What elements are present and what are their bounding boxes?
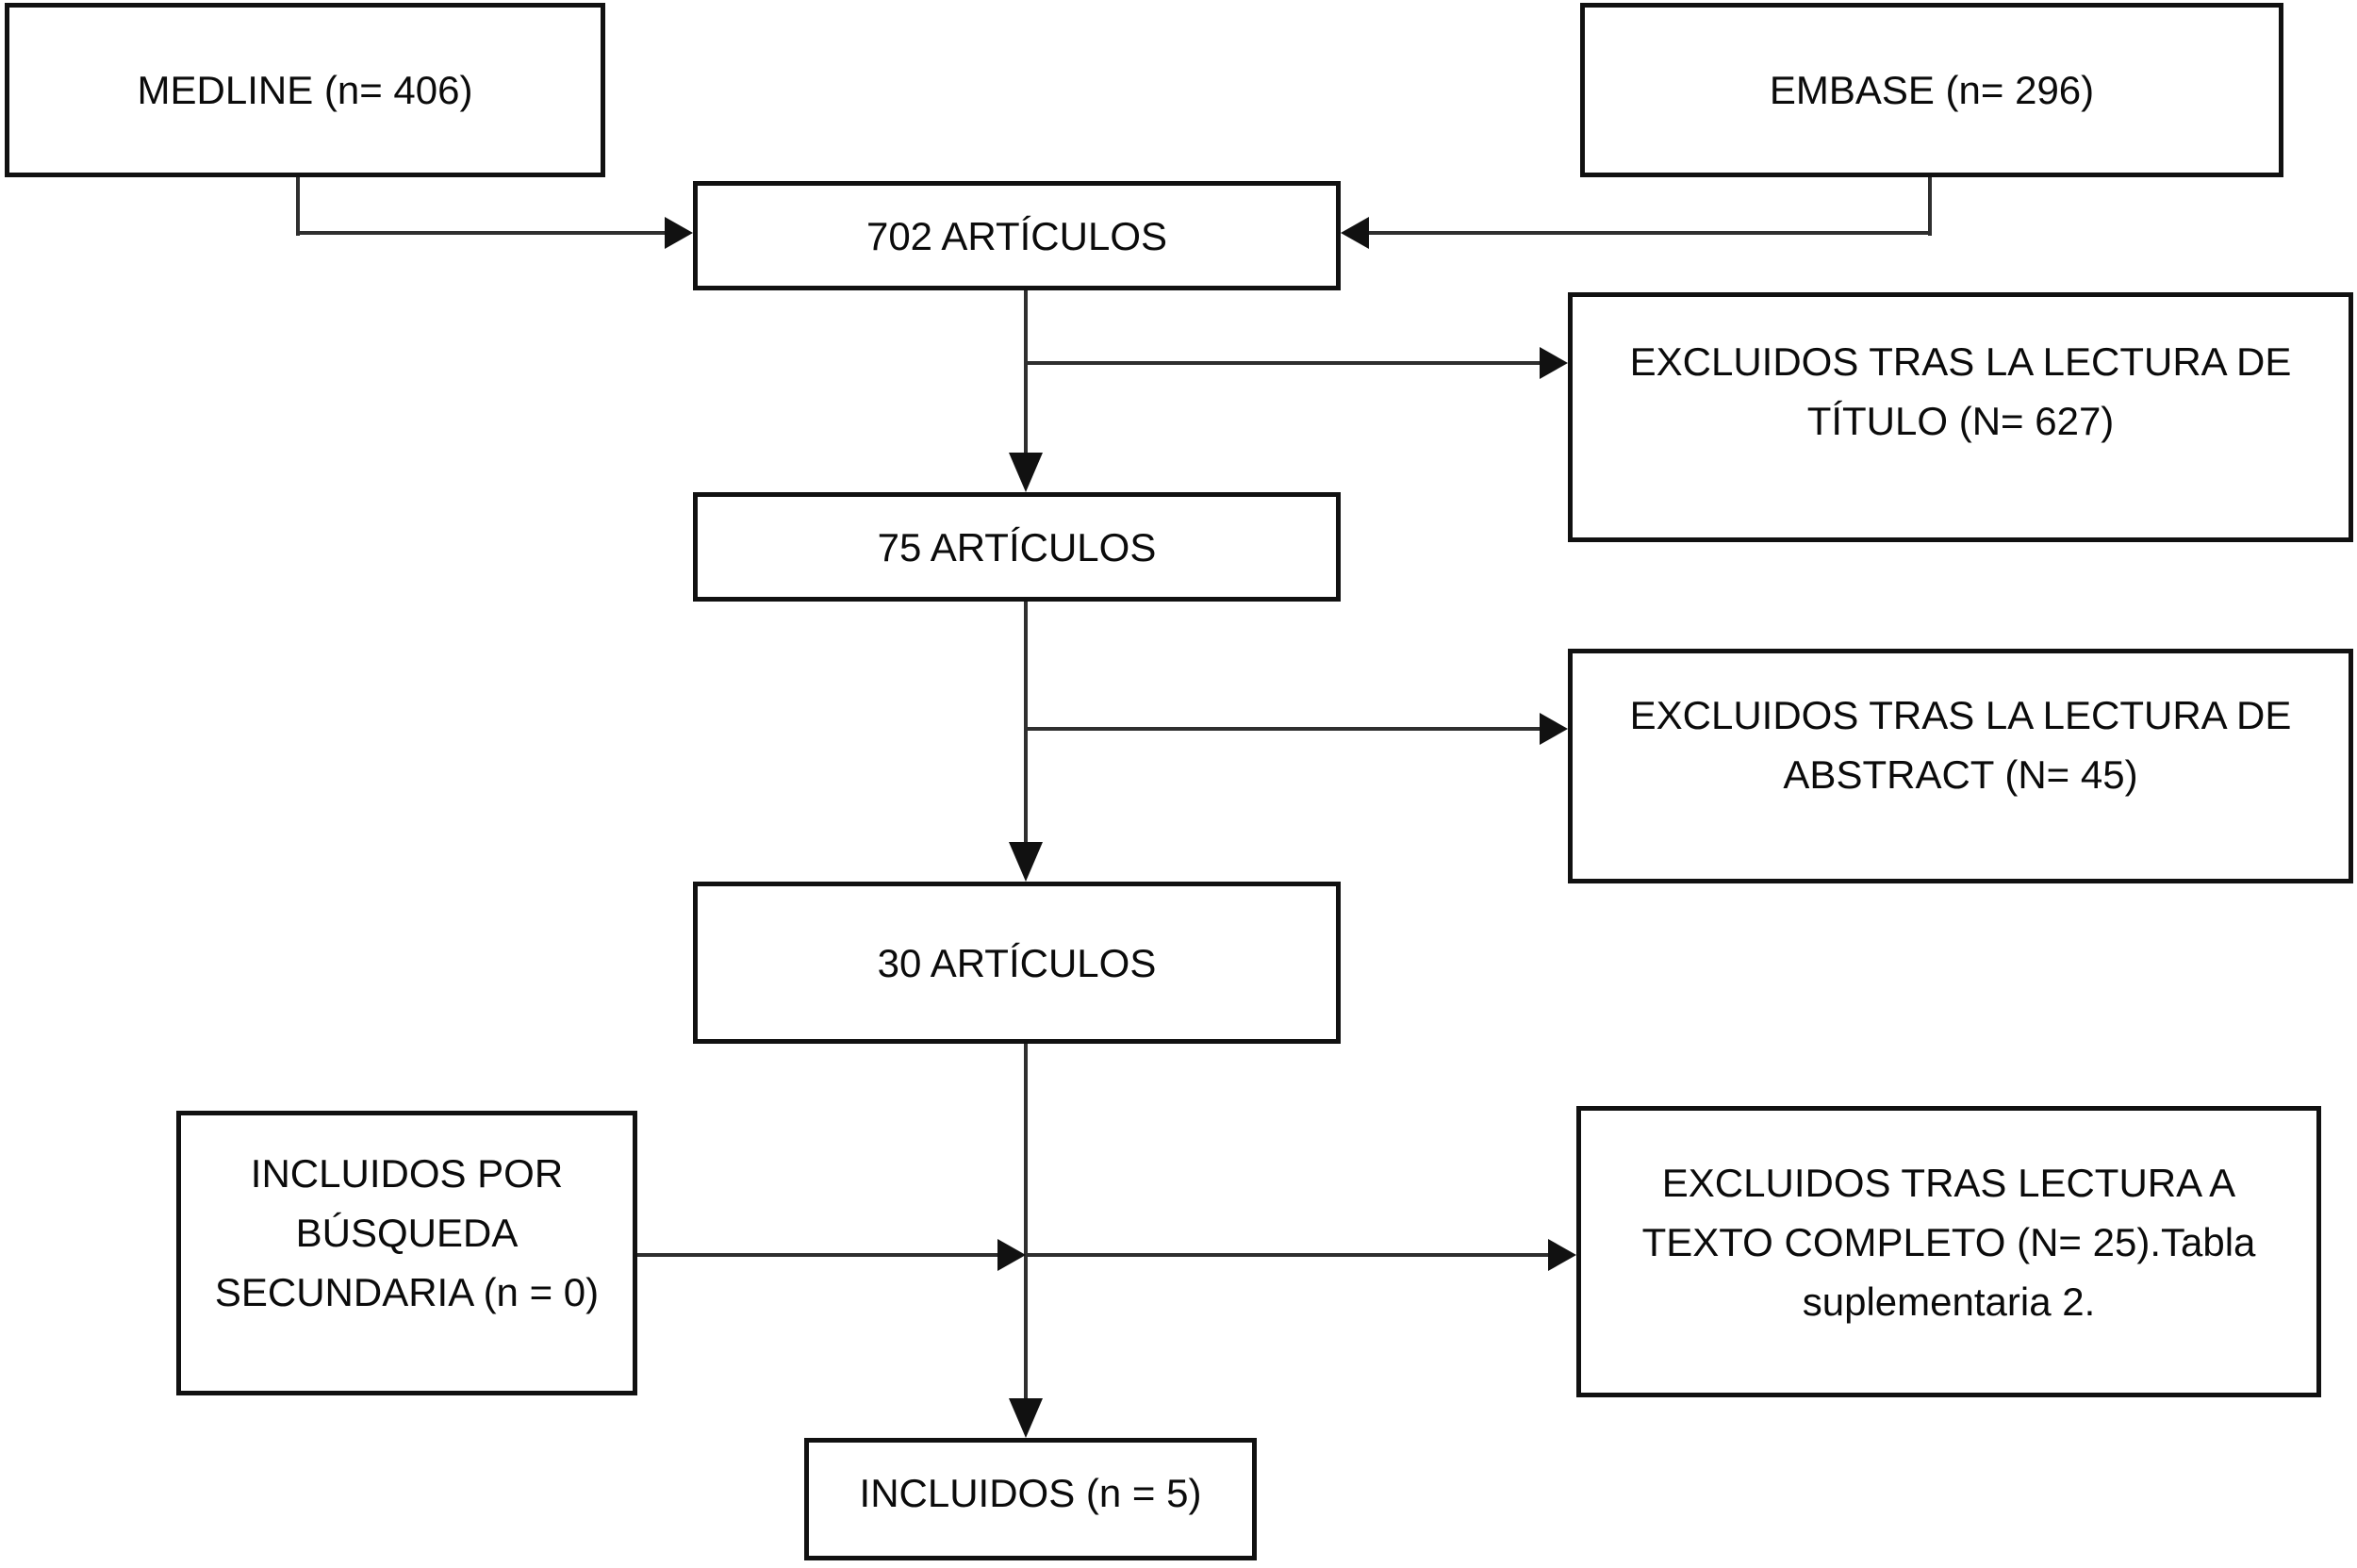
node-articulos-30: 30 ARTÍCULOS [693, 882, 1341, 1044]
node-articulos-75-label: 75 ARTÍCULOS [877, 524, 1157, 569]
node-medline-label: MEDLINE (n= 406) [137, 68, 473, 112]
node-excluidos-abstract-label: EXCLUIDOS TRAS LA LECTURA DE ABSTRACT (N… [1629, 693, 2292, 797]
node-embase: EMBASE (n= 296) [1580, 3, 2283, 177]
arrowhead-icon-secundaria-into-junction [997, 1239, 1026, 1271]
connector-secundaria-right [637, 1253, 997, 1257]
connector-branch-excluidos-titulo [1026, 361, 1540, 365]
arrowhead-icon-into-30 [1009, 842, 1043, 882]
arrowhead-icon-into-incluidos [1009, 1398, 1043, 1438]
node-articulos-30-label: 30 ARTÍCULOS [877, 940, 1157, 985]
arrowhead-icon-into-excluidos-titulo [1540, 347, 1568, 379]
connector-702-down [1024, 290, 1028, 458]
node-articulos-702: 702 ARTÍCULOS [693, 181, 1341, 290]
node-excluidos-texto-completo-label: EXCLUIDOS TRAS LECTURA A TEXTO COMPLETO … [1641, 1161, 2256, 1324]
node-busqueda-secundaria-label: INCLUIDOS POR BÚSQUEDA SECUNDARIA (n = 0… [214, 1151, 600, 1314]
arrowhead-icon-into-excluidos-abstract [1540, 713, 1568, 745]
connector-embase-down [1928, 177, 1932, 236]
node-excluidos-abstract: EXCLUIDOS TRAS LA LECTURA DE ABSTRACT (N… [1568, 649, 2353, 883]
arrowhead-icon-into-texto-completo [1548, 1239, 1576, 1271]
connector-medline-right [296, 231, 666, 235]
node-excluidos-titulo-label: EXCLUIDOS TRAS LA LECTURA DE TÍTULO (N= … [1629, 339, 2292, 443]
node-incluidos-label: INCLUIDOS (n = 5) [859, 1471, 1202, 1515]
connector-branch-excluidos-abstract [1026, 727, 1540, 731]
node-medline: MEDLINE (n= 406) [5, 3, 605, 177]
node-embase-label: EMBASE (n= 296) [1769, 68, 2095, 112]
node-incluidos: INCLUIDOS (n = 5) [804, 1438, 1257, 1560]
connector-30-down [1024, 1044, 1028, 1399]
node-excluidos-texto-completo: EXCLUIDOS TRAS LECTURA A TEXTO COMPLETO … [1576, 1106, 2321, 1397]
connector-medline-down [296, 177, 300, 236]
connector-embase-left [1369, 231, 1932, 235]
connector-branch-texto-completo [1028, 1253, 1548, 1257]
connector-75-down [1024, 602, 1028, 843]
node-articulos-702-label: 702 ARTÍCULOS [865, 213, 1168, 258]
arrowhead-icon-medline-into-702 [665, 217, 693, 249]
node-excluidos-titulo: EXCLUIDOS TRAS LA LECTURA DE TÍTULO (N= … [1568, 292, 2353, 542]
arrowhead-icon-into-75 [1009, 453, 1043, 492]
arrowhead-icon-embase-into-702 [1341, 217, 1369, 249]
node-busqueda-secundaria: INCLUIDOS POR BÚSQUEDA SECUNDARIA (n = 0… [176, 1111, 637, 1395]
node-articulos-75: 75 ARTÍCULOS [693, 492, 1341, 602]
